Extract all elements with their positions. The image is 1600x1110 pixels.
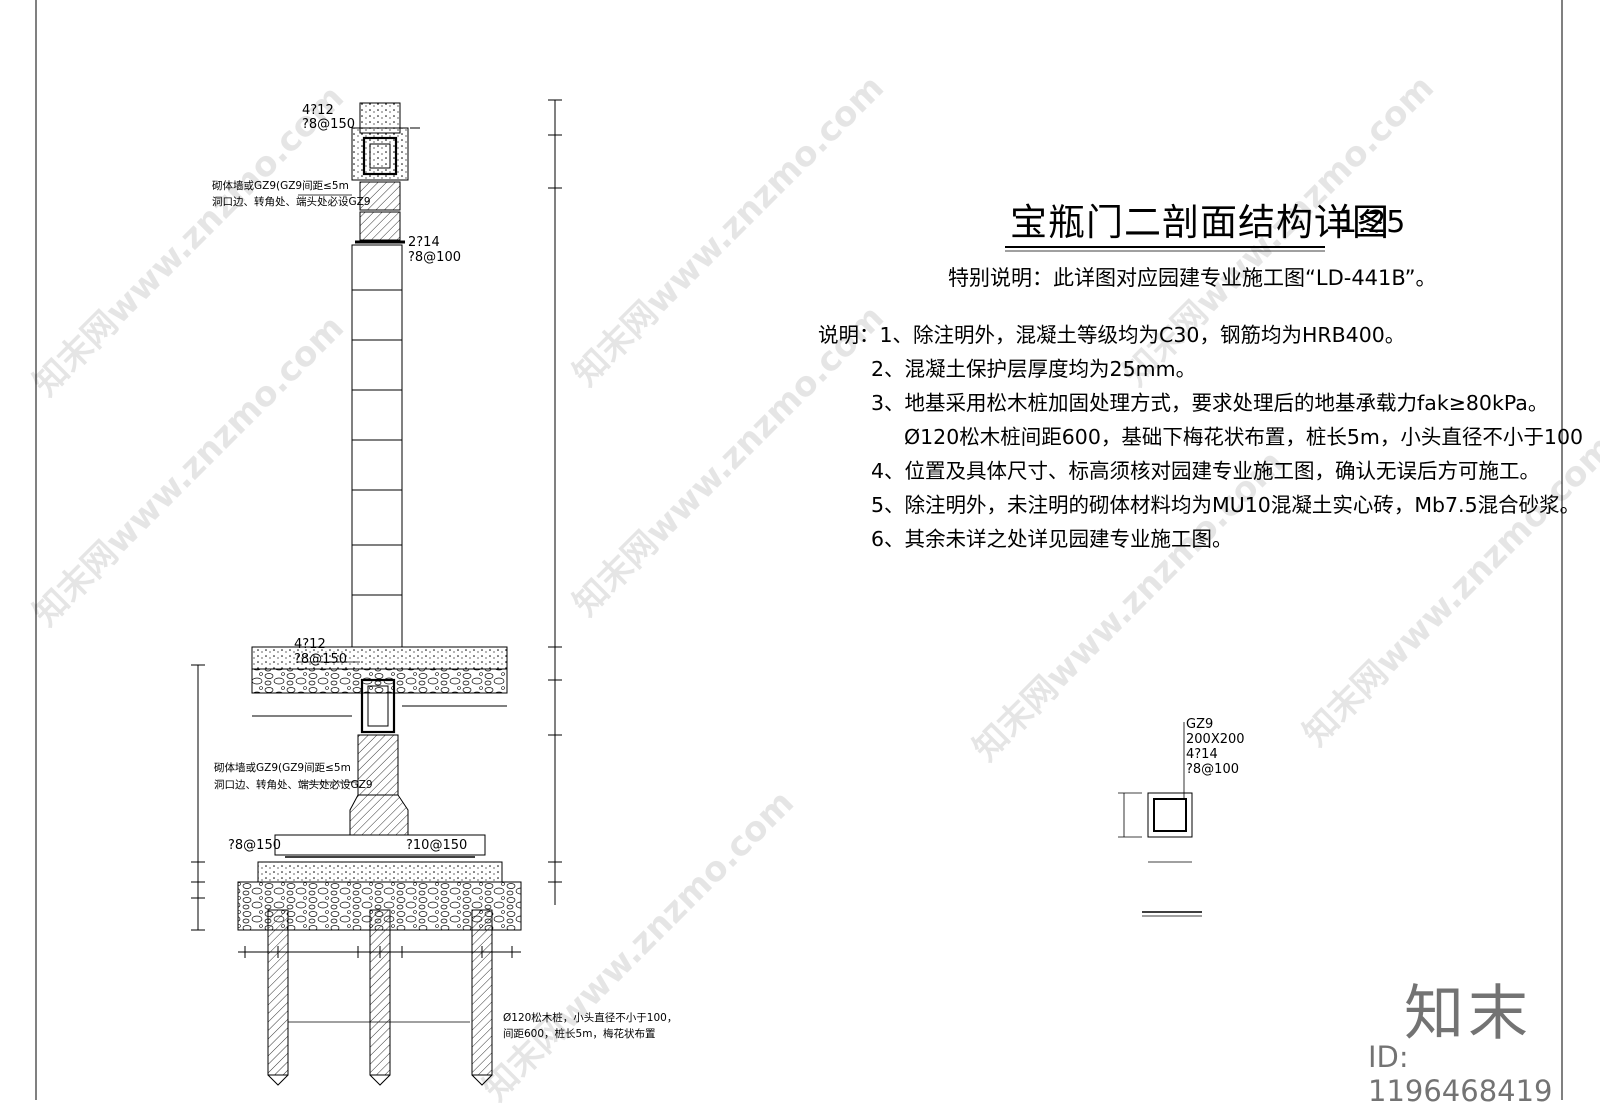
label-footing-stirrup: ?8@150 — [228, 838, 281, 853]
note-line-5: 5、除注明外，未注明的砌体材料均为MU10混凝土实心砖，Mb7.5混合砂浆。 — [871, 493, 1581, 517]
gz9-bars: 4?14 — [1186, 747, 1218, 762]
gz9-size: 200X200 — [1186, 732, 1245, 747]
label-ground-stirrup: ?8@150 — [294, 652, 347, 667]
label-gz9-note-bot-2: 洞口边、转角处、端头处必设GZ9 — [214, 779, 373, 791]
gz9-name: GZ9 — [1186, 717, 1214, 732]
label-top-stirrup: ?8@150 — [302, 117, 355, 132]
label-column-bars: 2?14 — [408, 235, 440, 250]
label-gz9-note-top-2: 洞口边、转角处、端头处必设GZ9 — [212, 196, 371, 208]
note-line-6: 6、其余未详之处详见园建专业施工图。 — [871, 527, 1233, 551]
label-column-stirrup: ?8@100 — [408, 250, 461, 265]
label-footing-bars: ?10@150 — [406, 838, 468, 853]
sheet-border — [35, 0, 1563, 1100]
note-line-3: 3、地基采用松木桩加固处理方式，要求处理后的地基承载力fak≥80kPa。 — [871, 391, 1549, 415]
note-line-4: 4、位置及具体尺寸、标高须核对园建专业施工图，确认无误后方可施工。 — [871, 459, 1541, 483]
note-line-2: 2、混凝土保护层厚度均为25mm。 — [871, 357, 1197, 381]
drawing-title: 宝瓶门二剖面结构详图 — [1010, 201, 1390, 244]
label-gz9-note-bot-1: 砌体墙或GZ9(GZ9间距≤5m — [214, 762, 351, 774]
label-top-bars: 4?12 — [302, 103, 334, 118]
gz9-detail-drawing — [1118, 722, 1202, 917]
label-ground-bars: 4?12 — [294, 637, 326, 652]
note-line-3b: Ø120松木桩间距600，基础下梅花状布置，桩长5m，小头直径不小于100 — [904, 425, 1584, 449]
label-pile-note-1: Ø120松木桩，小头直径不小于100， — [503, 1012, 678, 1024]
special-note: 特别说明：此详图对应园建专业施工图“LD-441B”。 — [948, 266, 1437, 290]
label-gz9-note-top-1: 砌体墙或GZ9(GZ9间距≤5m — [212, 180, 349, 192]
watermark-id: ID: 1196468419 — [1368, 1040, 1553, 1108]
note-line-1: 说明：1、除注明外，混凝土等级均为C30，钢筋均为HRB400。 — [818, 323, 1406, 347]
gz9-stirrup: ?8@100 — [1186, 762, 1239, 777]
drawing-scale: 1:25 — [1338, 205, 1406, 240]
section-drawing — [191, 99, 562, 1086]
label-pile-note-2: 间距600，桩长5m，梅花状布置 — [503, 1028, 656, 1040]
watermark-logo: 知末 — [1404, 979, 1532, 1049]
